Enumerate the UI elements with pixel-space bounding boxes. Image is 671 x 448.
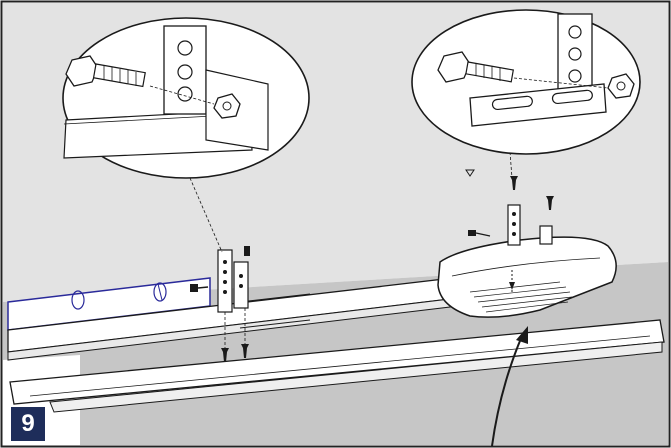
door-header (9, 319, 665, 413)
bracket-detail-callout-right (411, 9, 641, 155)
left-bracket (217, 249, 249, 355)
right-bracket (465, 169, 554, 246)
step-number-badge: 9 (11, 407, 45, 441)
left-callout-leader (189, 177, 223, 253)
right-callout-leader (509, 151, 513, 179)
left-screws (190, 246, 250, 362)
direction-arrow (491, 326, 528, 447)
bracket-detail-callout-left (62, 17, 310, 179)
opener-motor-unit (437, 236, 617, 318)
